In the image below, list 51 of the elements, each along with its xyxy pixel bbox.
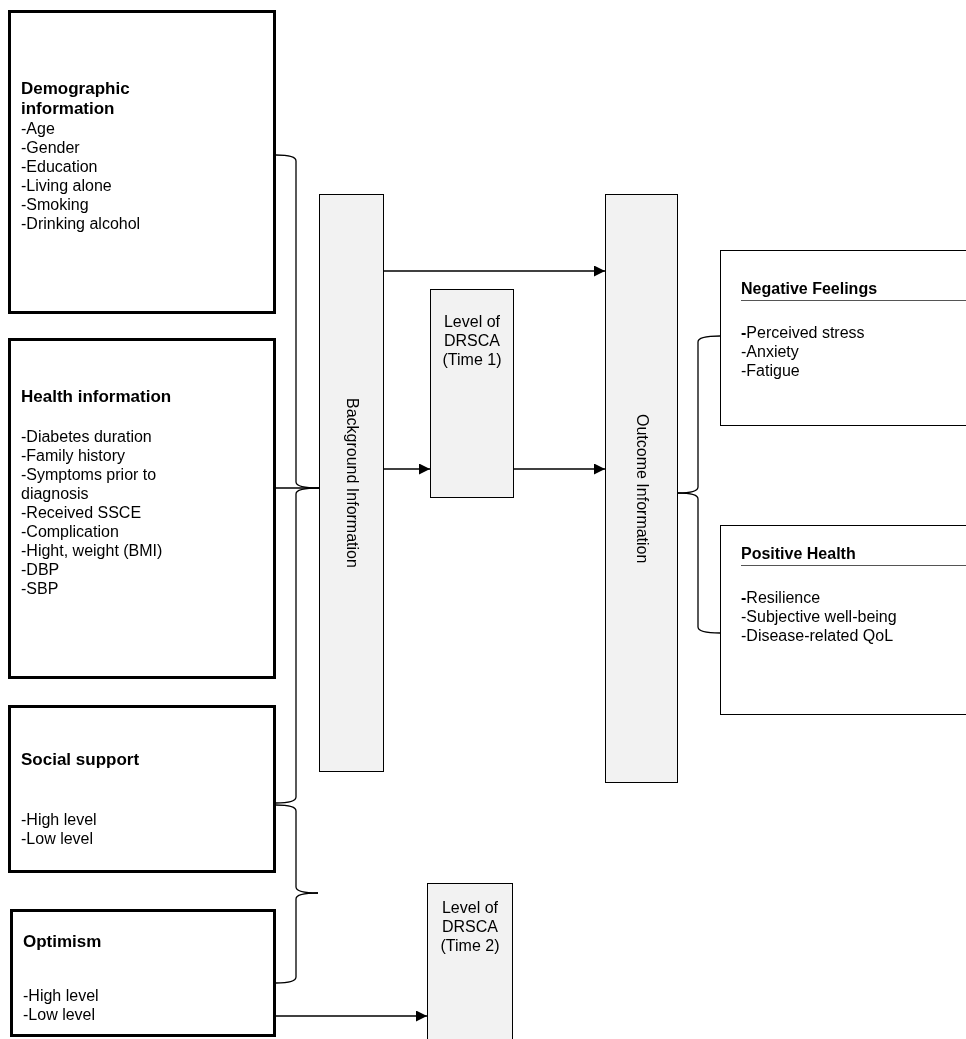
concept-box: [605, 194, 678, 783]
list-item: -High level: [21, 810, 98, 829]
heading: Positive Health: [741, 544, 966, 566]
list-item: -Low level: [23, 1005, 97, 1024]
concept-box: [319, 194, 384, 772]
list-item: -Education: [21, 157, 99, 176]
list-item: -High level: [23, 986, 100, 1005]
list-item: -Living alone: [21, 176, 113, 195]
vertical-label: Background Information: [342, 398, 362, 568]
vertical-label: Outcome Information: [632, 413, 652, 564]
list-item: -Hight, weight (BMI): [21, 541, 164, 560]
concept-box: [427, 883, 513, 1039]
arrow: [275, 1010, 428, 1022]
category-box: [720, 250, 966, 426]
list-item: -Subjective well-being: [741, 607, 898, 626]
brace-connector: [677, 492, 721, 634]
category-box: [8, 705, 276, 873]
box-label: Level of DRSCA (Time 2): [439, 898, 501, 955]
brace-connector: [275, 487, 320, 804]
heading: Negative Feelings: [741, 279, 966, 301]
heading: Optimism: [23, 932, 103, 952]
concept-box: [430, 289, 514, 498]
category-box: [720, 525, 966, 715]
list-item: -Drinking alcohol: [21, 214, 142, 233]
arrow: [383, 463, 431, 475]
list-item: -SBP: [21, 579, 60, 598]
list-item: -Gender: [21, 138, 81, 157]
list-item: -Family history: [21, 446, 126, 465]
list-item: -Resilience: [741, 588, 822, 607]
list-item: -Fatigue: [741, 361, 801, 380]
list-item: -Low level: [21, 829, 95, 848]
heading: Demographic information: [21, 79, 131, 119]
category-box: [10, 909, 276, 1037]
list-item: -Perceived stress: [741, 323, 866, 342]
heading: Social support: [21, 750, 141, 770]
box-label: Level of DRSCA (Time 1): [441, 312, 503, 369]
list-item: -Age: [21, 119, 56, 138]
brace-connector: [275, 892, 319, 984]
list-item: -Anxiety: [741, 342, 800, 361]
list-item: -Received SSCE: [21, 503, 143, 522]
list-item: -Smoking: [21, 195, 90, 214]
arrow: [383, 265, 606, 277]
category-box: [8, 338, 276, 679]
list-item: -Diabetes duration: [21, 427, 153, 446]
list-item: -DBP: [21, 560, 61, 579]
category-box: [8, 10, 276, 314]
list-item: -Disease-related QoL: [741, 626, 895, 645]
list-item: -Complication: [21, 522, 120, 541]
arrow: [513, 463, 606, 475]
list-item: -Symptoms prior to diagnosis: [21, 465, 158, 503]
heading: Health information: [21, 387, 173, 407]
